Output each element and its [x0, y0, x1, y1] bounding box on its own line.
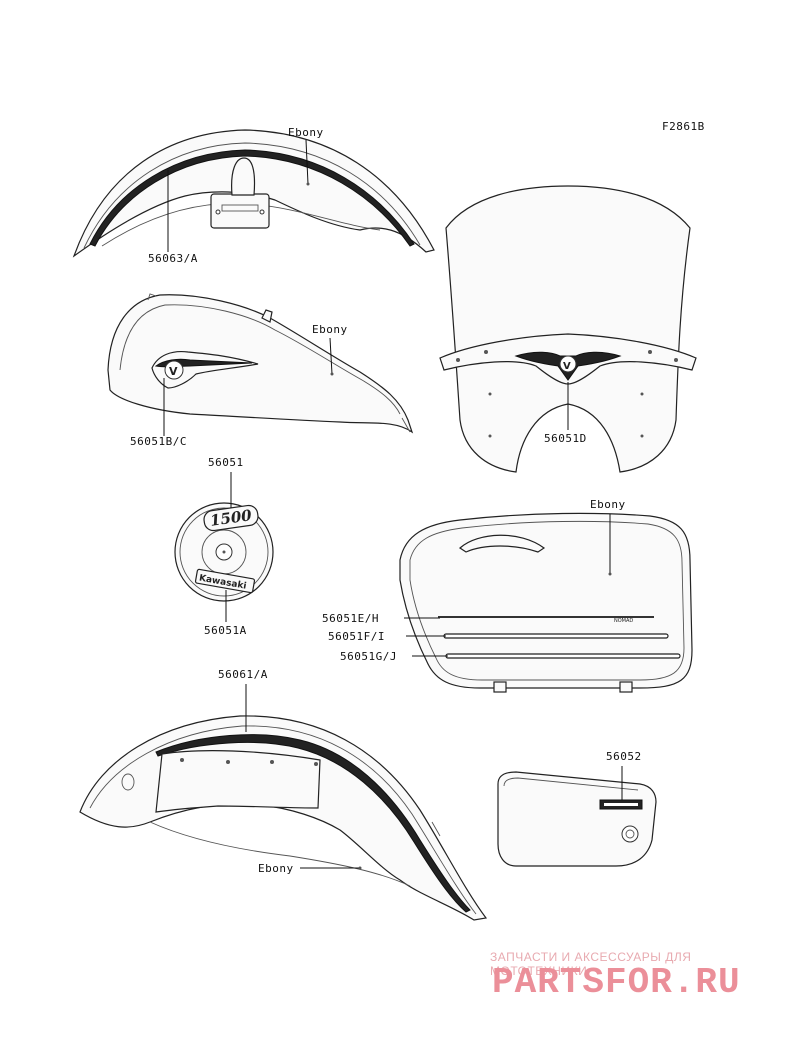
side-cover[interactable] — [497, 771, 657, 867]
watermark-tagline: ЗАПЧАСТИ И АКСЕССУАРЫ ДЛЯ МОТОТЕХНИКИ — [490, 950, 692, 978]
svg-text:V: V — [169, 365, 178, 378]
rear-fender-plate — [155, 750, 321, 813]
side-cover-part-label: 56052 — [606, 750, 642, 763]
windshield[interactable]: V — [439, 185, 697, 473]
cover-brand-plate — [194, 568, 256, 594]
cover-bottom-label: 56051A — [204, 624, 247, 637]
watermark-logo: PARTSFOR.RU — [492, 962, 741, 1003]
saddlebag-stripe1-label: 56051E/H — [322, 612, 379, 625]
fuel-tank[interactable]: V — [107, 293, 414, 434]
round-cover[interactable]: 1500 Kawasaki — [174, 502, 274, 602]
saddlebag-stripe3-label: 56051G/J — [340, 650, 397, 663]
svg-text:V: V — [563, 361, 571, 372]
tank-part-label: 56051B/C — [130, 435, 187, 448]
saddlebag-hinge-right — [619, 681, 633, 693]
saddlebag-stripe-text: NOMAD — [614, 618, 633, 624]
fender-strut — [231, 157, 256, 196]
tank-emblem: V — [151, 350, 259, 389]
saddlebag-hinge-left — [493, 681, 507, 693]
saddlebag-handle — [459, 534, 546, 553]
front-fender[interactable] — [72, 129, 435, 258]
saddlebag-stripe-f — [443, 633, 669, 639]
rear-fender-color-label: Ebony — [258, 862, 294, 875]
rear-fender-part-label: 56061/A — [218, 668, 268, 681]
saddlebag-stripe-e — [438, 616, 654, 618]
saddlebag-stripe-g — [445, 653, 681, 659]
cover-badge-text: 1500 — [209, 506, 253, 530]
saddlebag-color-label: Ebony — [590, 498, 626, 511]
saddlebag-lid[interactable]: NOMAD — [399, 512, 693, 693]
rear-fender[interactable] — [79, 715, 488, 921]
cover-badge — [203, 504, 259, 532]
tank-color-label: Ebony — [312, 323, 348, 336]
windshield-part-label: 56051D — [544, 432, 587, 445]
saddlebag-stripe2-label: 56051F/I — [328, 630, 385, 643]
front-fender-part-label: 56063/A — [148, 252, 198, 265]
cover-top-label: 56051 — [208, 456, 244, 469]
front-fender-color-label: Ebony — [288, 126, 324, 139]
windshield-emblem: V — [514, 351, 622, 381]
figure-code: F2861B — [662, 120, 705, 133]
